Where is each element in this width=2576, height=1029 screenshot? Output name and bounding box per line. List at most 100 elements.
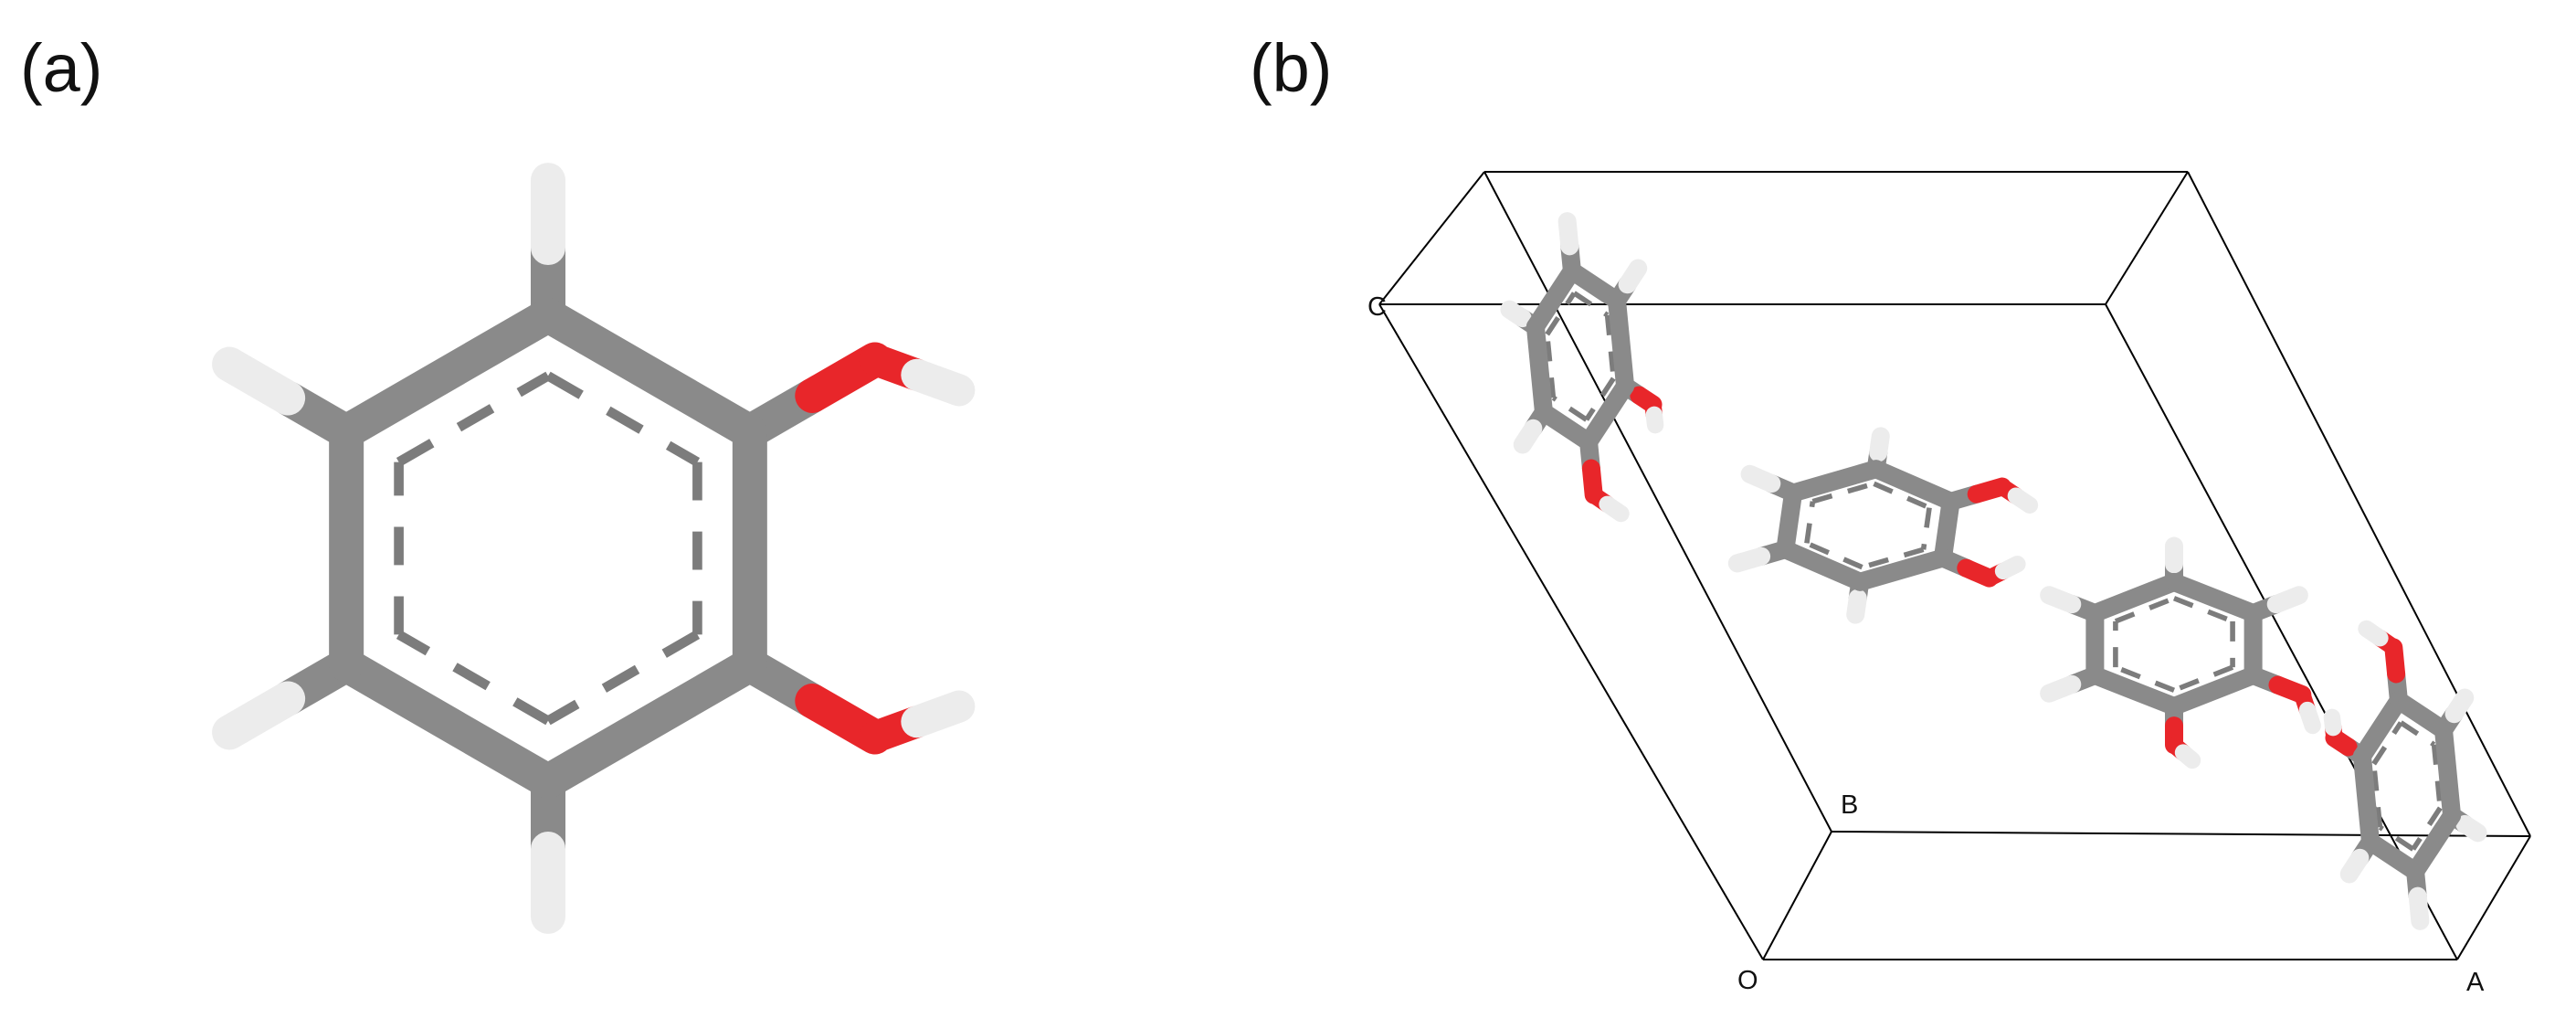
ring-bond <box>531 298 767 450</box>
bond-half <box>1740 464 1781 493</box>
bond-half <box>1599 495 1630 523</box>
bond-half <box>1500 300 1532 328</box>
aromatic-bond <box>1811 481 1875 504</box>
o-h-bond <box>2294 685 2321 735</box>
bond-half <box>1557 212 1579 256</box>
bond-half <box>1618 259 1648 294</box>
unit-cell-molecules <box>1500 212 2487 930</box>
ring-bond <box>329 647 565 799</box>
aromatic-bond <box>1545 292 1577 336</box>
cell-edge <box>2105 171 2189 305</box>
ring-bond <box>2165 666 2263 716</box>
ring-bond <box>1776 540 1870 591</box>
bond-half <box>212 346 306 416</box>
ring-bond <box>1866 460 1960 511</box>
bond-half <box>2007 487 2039 514</box>
aromatic-bond <box>2114 596 2176 624</box>
axis-label-a: A <box>2466 968 2485 997</box>
ring-bond <box>329 298 565 450</box>
unit-cell <box>1378 171 2531 960</box>
c-h-bond <box>212 647 364 750</box>
aromatic-bond <box>1551 395 1589 422</box>
o-h-bond <box>1644 396 1664 434</box>
bond-half <box>2040 674 2082 703</box>
ring-bond <box>1579 377 1635 451</box>
o-h-bond <box>859 690 976 754</box>
o-h-bond <box>2358 620 2402 656</box>
aromatic-bond <box>2172 664 2234 693</box>
aromatic-bond <box>1604 314 1617 379</box>
bond-half <box>1645 406 1664 434</box>
c-h-bond <box>212 346 364 450</box>
o-h-bond <box>859 343 976 407</box>
ring-bond <box>2085 666 2183 716</box>
aromatic-bond <box>2371 721 2403 766</box>
o-h-bond <box>2323 708 2343 747</box>
panel-label-b: (b) <box>1250 30 1333 106</box>
axis-label-c: C <box>1367 292 1387 322</box>
ring-bond <box>1933 492 1960 568</box>
ring-bond <box>2352 747 2380 852</box>
bond-half <box>1513 419 1543 454</box>
o-h-bond <box>1980 556 2026 587</box>
cell-edge <box>2456 835 2531 960</box>
c-o-bond <box>732 647 892 755</box>
ring-bond <box>2352 691 2408 766</box>
bond-half <box>1869 427 1890 462</box>
aromatic-bond <box>1920 507 1932 550</box>
bond-half <box>2339 848 2370 884</box>
axis-label-b: B <box>1841 790 1858 820</box>
ring-bond <box>1526 261 1581 336</box>
aromatic-bond <box>545 371 701 467</box>
ring-bond <box>2085 573 2183 622</box>
aromatic-bond <box>2378 824 2415 852</box>
bond-half <box>1994 556 2026 580</box>
bond-half <box>212 681 306 750</box>
ring-bond <box>2406 806 2462 881</box>
aromatic-bond <box>1804 501 1816 544</box>
bond-half <box>2323 708 2342 737</box>
aromatic-bond <box>396 371 551 467</box>
c-o-bond <box>732 342 892 450</box>
cell-edge <box>1762 831 1832 960</box>
o-h-bond <box>1585 486 1630 523</box>
aromatic-bond <box>2411 806 2443 851</box>
aromatic-bond <box>1861 546 1925 570</box>
aromatic-bond <box>1544 334 1557 398</box>
ring-bond <box>1608 291 1635 396</box>
bond-half <box>2444 688 2475 724</box>
aromatic-bond <box>396 630 551 726</box>
cell-edge <box>1831 831 2531 837</box>
bond-half <box>1727 546 1771 573</box>
ring-bond <box>1776 483 1803 559</box>
bond-half <box>901 690 976 738</box>
ring-bond <box>531 647 767 799</box>
bond-half <box>1846 589 1867 624</box>
aromatic-bond <box>2172 596 2234 624</box>
ring-bond <box>1784 460 1885 503</box>
cell-edge <box>1378 303 1764 960</box>
bond-half <box>2040 586 2082 614</box>
bond-half <box>2298 701 2321 735</box>
cell-edge <box>1378 171 1485 305</box>
aromatic-bond <box>2431 744 2444 809</box>
bond-half <box>2266 586 2308 614</box>
o-h-bond <box>2165 736 2201 769</box>
aromatic-bond <box>2370 763 2383 828</box>
bond-half <box>2358 620 2389 647</box>
bond-half <box>2408 886 2430 930</box>
catechol-molecule <box>212 163 976 934</box>
panel-label-a: (a) <box>20 30 103 106</box>
ring-bond <box>1851 548 1952 591</box>
aromatic-bond <box>2399 720 2436 748</box>
aromatic-bond <box>2114 664 2176 693</box>
ring-bond <box>1526 317 1553 422</box>
cell-edge <box>1483 171 1832 833</box>
cell-edge <box>2187 171 2531 837</box>
aromatic-bond <box>1805 540 1863 570</box>
aromatic-bond <box>545 630 701 726</box>
aromatic-bond <box>1584 377 1616 421</box>
bond-half <box>2455 814 2487 843</box>
o-h-bond <box>1993 478 2039 514</box>
